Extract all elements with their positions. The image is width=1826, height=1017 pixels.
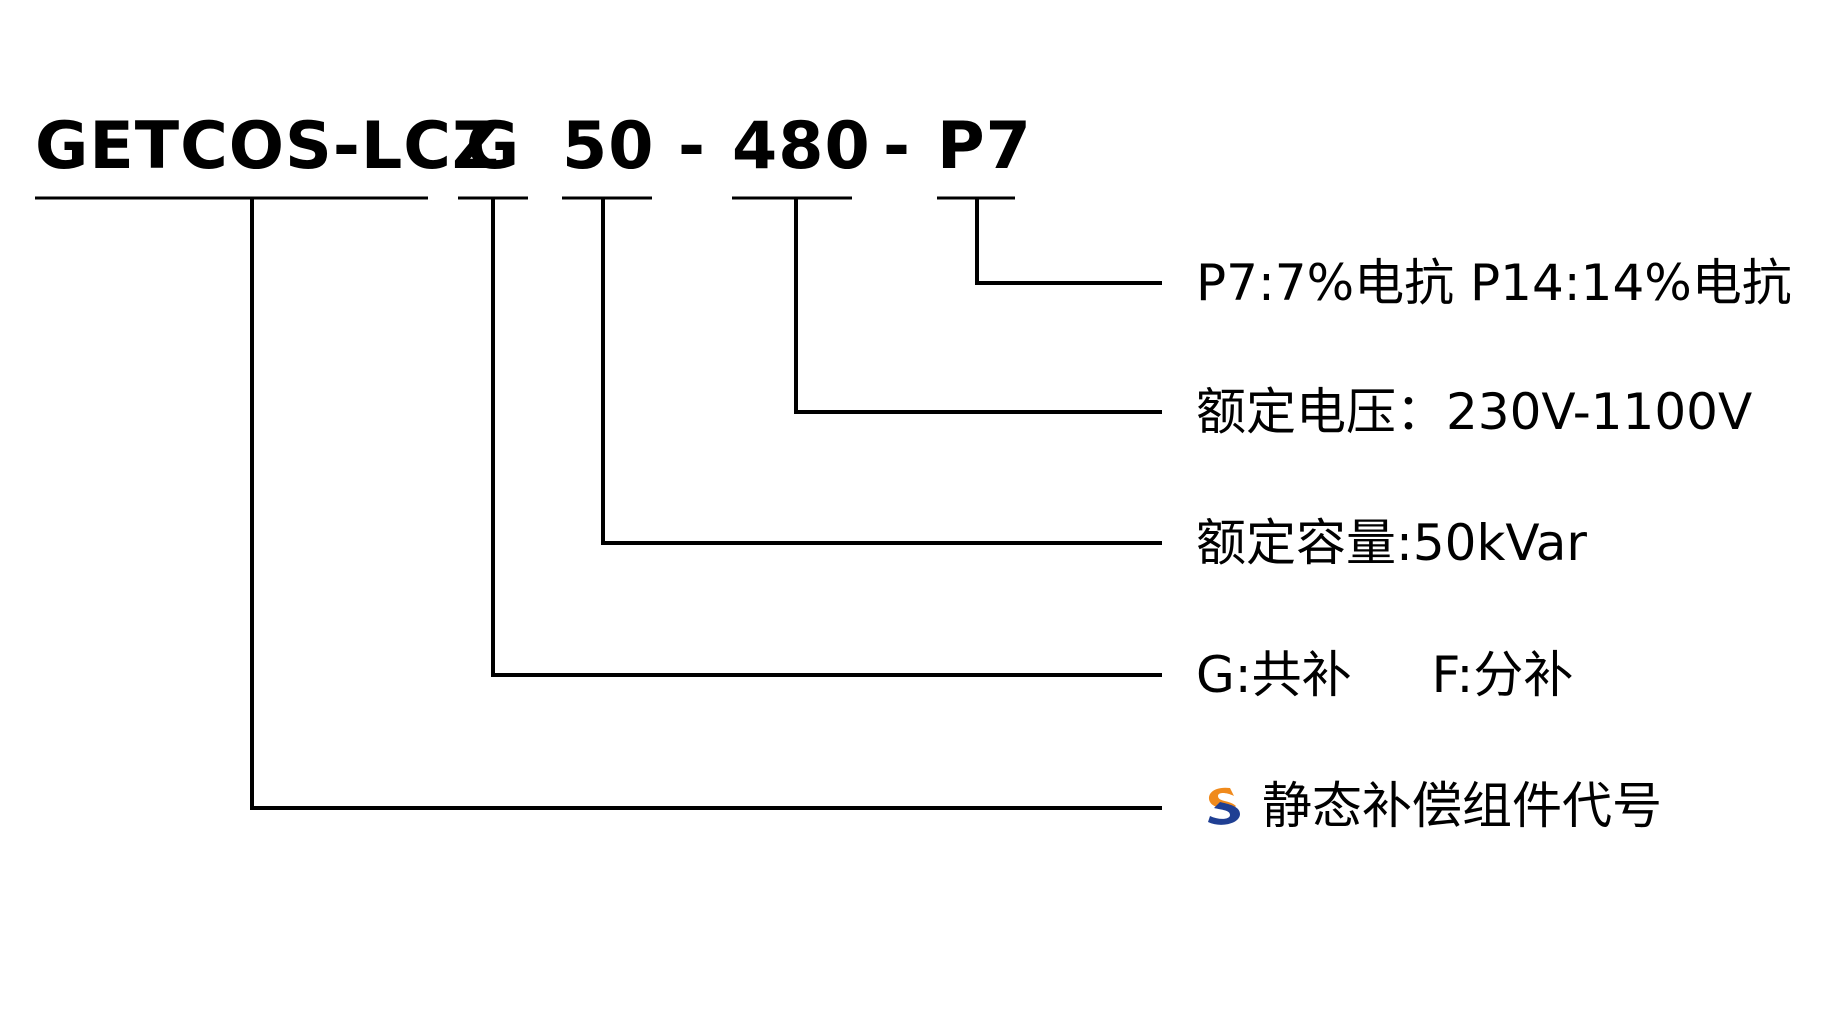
leader-capacity — [601, 198, 1162, 545]
code-separator-1: - — [678, 109, 706, 184]
leader-series — [250, 198, 1162, 810]
leader-lines — [250, 198, 1162, 810]
code-type: G — [465, 109, 521, 184]
desc-voltage: 额定电压：230V-1100V — [1196, 383, 1753, 441]
code-series: GETCOS-LCZ — [35, 109, 501, 184]
leader-voltage — [794, 198, 1162, 414]
code-reactor: P7 — [937, 109, 1032, 184]
code-voltage: 480 — [732, 109, 871, 184]
code-separator-2: - — [883, 109, 911, 184]
s-logo-icon — [1208, 787, 1240, 825]
desc-type-g: G:共补 — [1196, 646, 1352, 704]
desc-type-f: F:分补 — [1431, 646, 1574, 704]
desc-reactor: P7:7%电抗 P14:14%电抗 — [1196, 254, 1792, 312]
desc-series: 静态补偿组件代号 — [1262, 777, 1662, 835]
leader-reactor — [975, 198, 1162, 285]
leader-type — [491, 198, 1162, 677]
code-capacity: 50 — [562, 109, 655, 184]
desc-capacity: 额定容量:50kVar — [1196, 514, 1587, 572]
desc-type: G:共补 F:分补 — [1196, 645, 1573, 705]
